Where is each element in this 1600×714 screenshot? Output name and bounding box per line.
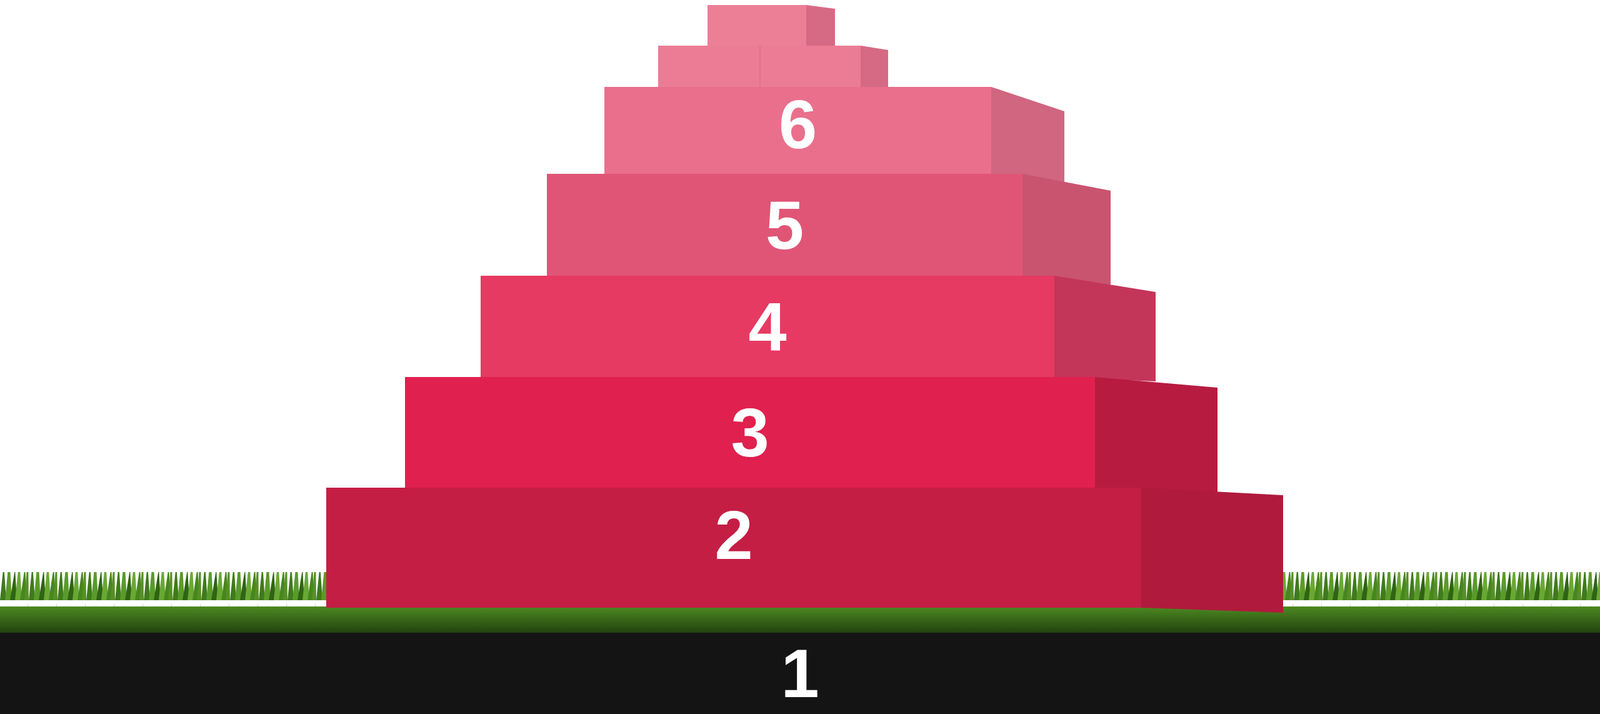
top-block <box>658 45 861 87</box>
block-side <box>991 86 1065 185</box>
pyramid-layer: 4 <box>480 275 1055 377</box>
block-side <box>1141 487 1284 613</box>
layer-number: 1 <box>780 638 819 708</box>
pyramid-layer: 2 <box>326 487 1142 608</box>
block-side <box>1054 275 1156 382</box>
layer-number: 4 <box>748 291 787 361</box>
layer-number: 3 <box>730 398 769 467</box>
grass <box>0 606 1600 635</box>
layer-number: 5 <box>765 190 804 260</box>
top-block <box>707 5 807 46</box>
pyramid-layer: 6 <box>604 86 992 174</box>
block-seam <box>759 45 761 87</box>
ground-layer: 1 <box>0 632 1600 714</box>
pyramid-layer: 3 <box>405 376 1095 488</box>
block-side <box>1095 376 1218 494</box>
block-side <box>806 5 835 46</box>
ground-band <box>0 632 1600 714</box>
block-side <box>1022 173 1111 285</box>
pyramid-layer: 5 <box>546 173 1023 276</box>
layer-number: 2 <box>714 500 753 570</box>
block-side <box>860 45 889 87</box>
layer-number: 6 <box>778 90 817 159</box>
